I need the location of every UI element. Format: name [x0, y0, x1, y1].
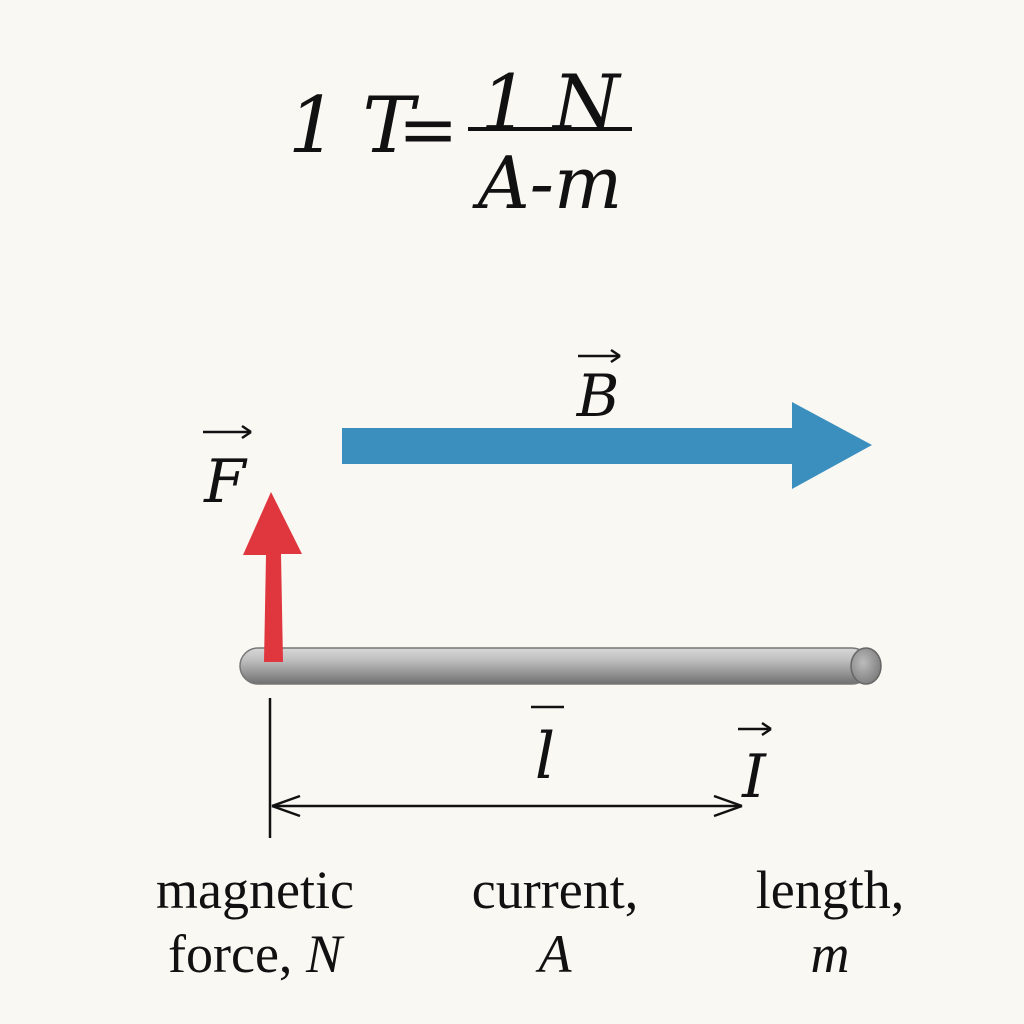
label-F: F	[203, 424, 252, 517]
caption-current: current, A	[430, 858, 680, 986]
tesla-formula: 1 T = 1 N A-m	[270, 65, 650, 225]
magnetic-field-arrow	[342, 402, 872, 489]
caption-length-unit: m	[810, 924, 850, 984]
caption-length-line1: length,	[755, 860, 905, 920]
formula-equals: =	[398, 87, 459, 171]
label-B-text: B	[576, 362, 620, 430]
label-l-text: l	[535, 720, 555, 794]
caption-current-line1: current,	[471, 860, 639, 920]
label-I: I	[738, 721, 772, 812]
label-l: l	[531, 705, 564, 794]
length-dimension-arrow	[271, 794, 743, 818]
caption-magnetic-force-text: force,	[168, 924, 306, 984]
caption-magnetic-force-line2: force, N	[110, 922, 400, 986]
caption-length-line2: m	[710, 922, 950, 986]
formula-denominator: A-m	[477, 141, 623, 225]
caption-magnetic-force-unit: N	[305, 924, 342, 984]
formula-lhs: 1 T	[288, 87, 414, 165]
wire	[239, 647, 882, 685]
label-F-text: F	[203, 447, 248, 517]
caption-current-unit: A	[538, 924, 572, 984]
force-arrow	[243, 492, 302, 662]
caption-magnetic-force-line1: magnetic	[156, 860, 354, 920]
label-B: B	[576, 348, 621, 430]
caption-current-line2: A	[430, 922, 680, 986]
formula-lhs-text: 1 T	[288, 81, 415, 171]
formula-fraction-bar	[468, 127, 632, 131]
caption-magnetic-force: magnetic force, N	[110, 858, 400, 986]
caption-length: length, m	[710, 858, 950, 986]
label-I-text: I	[741, 742, 767, 812]
